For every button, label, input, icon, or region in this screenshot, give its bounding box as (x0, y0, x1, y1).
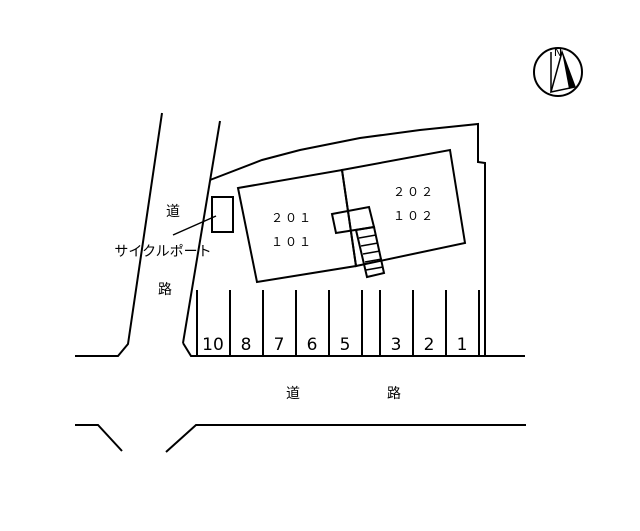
site-boundary (182, 342, 525, 357)
unit-102: １０２ (393, 209, 435, 223)
north-label: N (554, 46, 562, 59)
parking-space-8: 8 (241, 335, 252, 355)
cycle-port-label: サイクルポート (114, 244, 211, 260)
unit-101: １０１ (271, 235, 313, 249)
parking-space-2: 2 (424, 335, 435, 355)
bottom-road-char2: 路 (387, 386, 401, 402)
parking-space-1: 1 (457, 335, 468, 355)
left-road (75, 112, 221, 357)
cycle-port: サイクルポート (114, 196, 234, 260)
parking-space-10: 10 (202, 335, 224, 355)
north-arrow-icon: N (533, 46, 583, 97)
unit-201: ２０１ (271, 211, 313, 225)
bottom-road (75, 424, 526, 453)
parking-space-3: 3 (391, 335, 402, 355)
bottom-road-char1: 道 (286, 386, 300, 402)
parking-space-5: 5 (340, 335, 351, 355)
side-road-char1: 道 (166, 204, 180, 220)
unit-202: ２０２ (393, 185, 435, 199)
building (236, 148, 467, 284)
parking-space-7: 7 (274, 335, 285, 355)
side-road-char2: 路 (158, 282, 172, 298)
site-boundary-top (209, 122, 486, 356)
parking-lot: 10 8 7 6 5 3 2 1 (196, 290, 480, 356)
parking-space-6: 6 (307, 335, 318, 355)
